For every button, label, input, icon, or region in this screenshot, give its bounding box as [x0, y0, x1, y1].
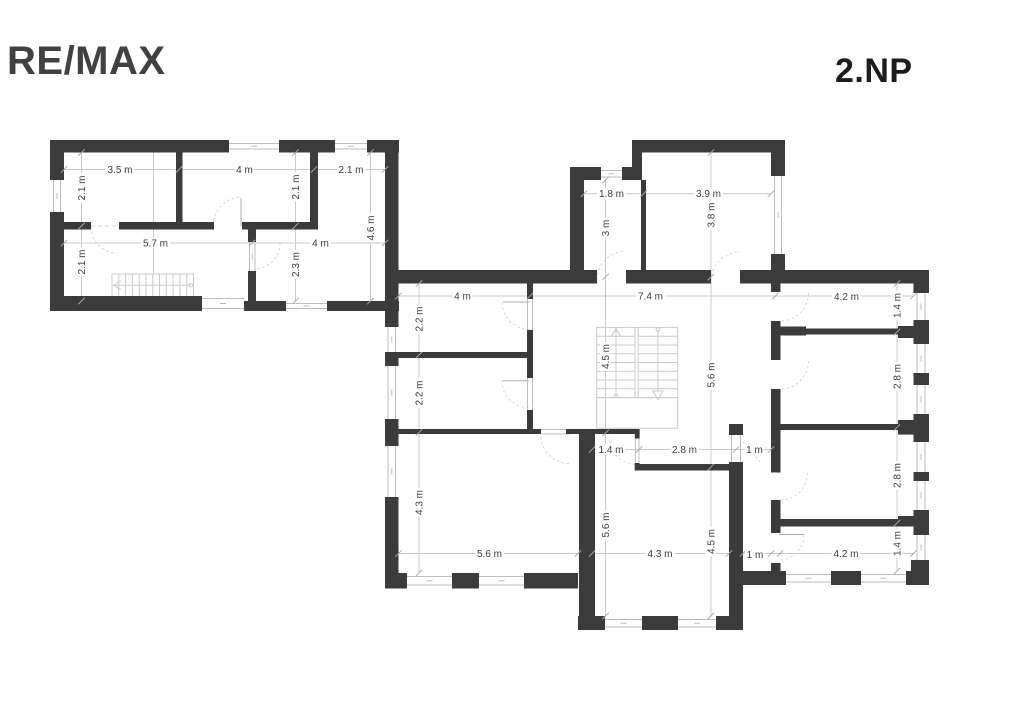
svg-text:5.6 m: 5.6 m: [477, 549, 502, 560]
svg-text:2.1 m: 2.1 m: [338, 165, 363, 176]
svg-text:1.4 m: 1.4 m: [598, 445, 623, 456]
svg-text:5.7 m: 5.7 m: [143, 238, 168, 249]
svg-text:3.8 m: 3.8 m: [706, 202, 717, 227]
svg-text:1.4 m: 1.4 m: [892, 531, 903, 556]
svg-text:4 m: 4 m: [454, 291, 471, 302]
svg-text:2.2 m: 2.2 m: [414, 306, 425, 331]
svg-text:4.5 m: 4.5 m: [706, 529, 717, 554]
svg-text:2.1 m: 2.1 m: [77, 249, 88, 274]
svg-text:2.1 m: 2.1 m: [77, 175, 88, 200]
svg-text:2.2 m: 2.2 m: [414, 380, 425, 405]
svg-text:1.8 m: 1.8 m: [599, 189, 624, 200]
svg-text:5.6 m: 5.6 m: [706, 362, 717, 387]
svg-text:4 m: 4 m: [312, 238, 329, 249]
svg-text:2.8 m: 2.8 m: [892, 364, 903, 389]
svg-text:2.1 m: 2.1 m: [291, 174, 302, 199]
svg-text:1 m: 1 m: [746, 445, 763, 456]
svg-text:4.6 m: 4.6 m: [366, 215, 377, 240]
svg-text:3.5 m: 3.5 m: [107, 165, 132, 176]
svg-text:2.8 m: 2.8 m: [672, 445, 697, 456]
svg-text:2.8 m: 2.8 m: [892, 463, 903, 488]
svg-text:3.9 m: 3.9 m: [696, 189, 721, 200]
svg-text:4.3 m: 4.3 m: [414, 490, 425, 515]
svg-text:4.3 m: 4.3 m: [647, 549, 672, 560]
svg-text:4.2 m: 4.2 m: [834, 292, 859, 303]
svg-text:4.2 m: 4.2 m: [833, 549, 858, 560]
svg-text:2.3 m: 2.3 m: [291, 252, 302, 277]
svg-text:5.6 m: 5.6 m: [601, 512, 612, 537]
svg-text:7.4 m: 7.4 m: [638, 291, 663, 302]
svg-text:4 m: 4 m: [236, 165, 253, 176]
svg-text:3 m: 3 m: [601, 220, 612, 237]
svg-text:1 m: 1 m: [747, 550, 764, 561]
svg-text:1.4 m: 1.4 m: [892, 293, 903, 318]
svg-text:4.5 m: 4.5 m: [601, 344, 612, 369]
